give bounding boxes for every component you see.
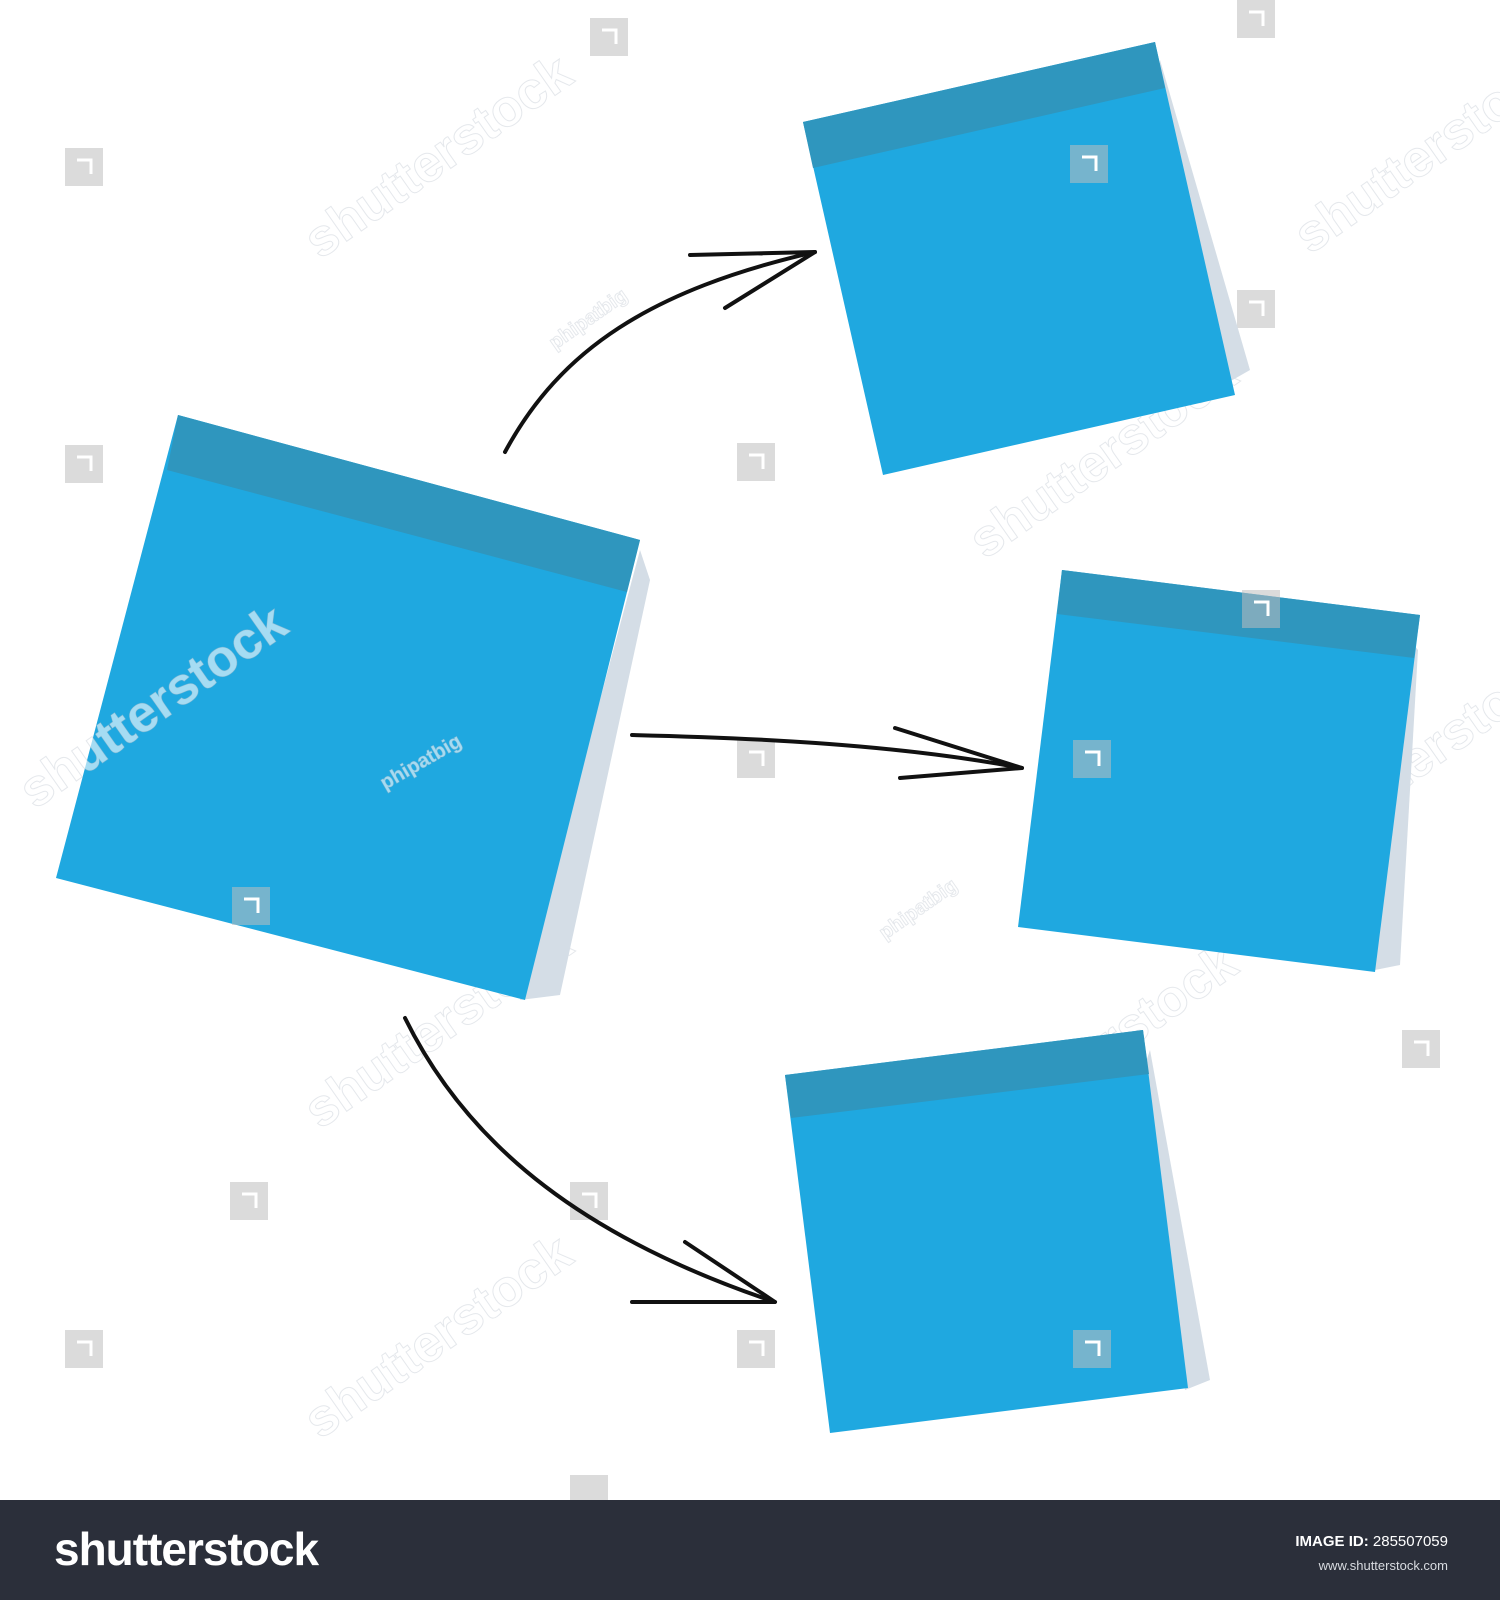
watermark-badge bbox=[232, 887, 270, 925]
watermark-badge bbox=[65, 148, 103, 186]
target-note-top bbox=[803, 42, 1250, 475]
watermark-contributor: phipatbig bbox=[875, 874, 961, 944]
note-header-band bbox=[1057, 570, 1420, 658]
arrow-to-middle bbox=[630, 726, 1024, 780]
note-header-band bbox=[167, 415, 640, 592]
watermark-badge bbox=[1073, 740, 1111, 778]
watermark-badge bbox=[1242, 590, 1280, 628]
watermark-text: shutterstock bbox=[1284, 38, 1500, 265]
note-header-band bbox=[785, 1030, 1149, 1118]
image-id-value: 285507059 bbox=[1372, 1533, 1448, 1550]
watermark-badge bbox=[737, 740, 775, 778]
arrow-to-bottom bbox=[403, 1016, 777, 1304]
diagram-canvas: shutterstock shutterstock shutterstock s… bbox=[8, 0, 1500, 1500]
source-note: phipatbig shutterstock bbox=[8, 415, 650, 1000]
watermark-badge bbox=[65, 445, 103, 483]
note-body bbox=[803, 42, 1235, 475]
watermark-badge bbox=[1073, 1330, 1111, 1368]
note-body bbox=[1018, 570, 1420, 972]
note-body bbox=[56, 415, 640, 1000]
target-note-middle bbox=[1018, 570, 1420, 972]
watermark-badge bbox=[65, 1330, 103, 1368]
arrow-to-top bbox=[503, 250, 817, 454]
note-header-band bbox=[803, 42, 1165, 168]
watermark-badge bbox=[1402, 1030, 1440, 1068]
watermark-badge bbox=[737, 443, 775, 481]
watermark-badge bbox=[1237, 0, 1275, 38]
footer-bar: shutterstock IMAGE ID: 285507059 www.shu… bbox=[0, 1500, 1500, 1600]
watermark-badge bbox=[1237, 290, 1275, 328]
note-curl bbox=[1375, 640, 1418, 970]
note-curl bbox=[1140, 1050, 1210, 1390]
target-note-bottom bbox=[785, 1030, 1210, 1433]
watermark-badge bbox=[230, 1182, 268, 1220]
watermark-text: shutterstock bbox=[294, 43, 583, 270]
watermark-badge bbox=[1070, 145, 1108, 183]
footer-site-url: www.shutterstock.com bbox=[1318, 1558, 1448, 1573]
watermark-badge bbox=[570, 1475, 608, 1500]
note-curl bbox=[1155, 60, 1250, 390]
watermark-contributor: phipatbig bbox=[545, 284, 631, 354]
watermark-badge bbox=[570, 1182, 608, 1220]
image-id: IMAGE ID: 285507059 bbox=[1295, 1532, 1448, 1552]
footer-logo: shutterstock bbox=[54, 1523, 319, 1575]
watermark-badge bbox=[590, 18, 628, 56]
image-id-label: IMAGE ID: bbox=[1295, 1533, 1369, 1550]
watermark-text: shutterstock bbox=[294, 1223, 583, 1450]
watermark-badge bbox=[737, 1330, 775, 1368]
